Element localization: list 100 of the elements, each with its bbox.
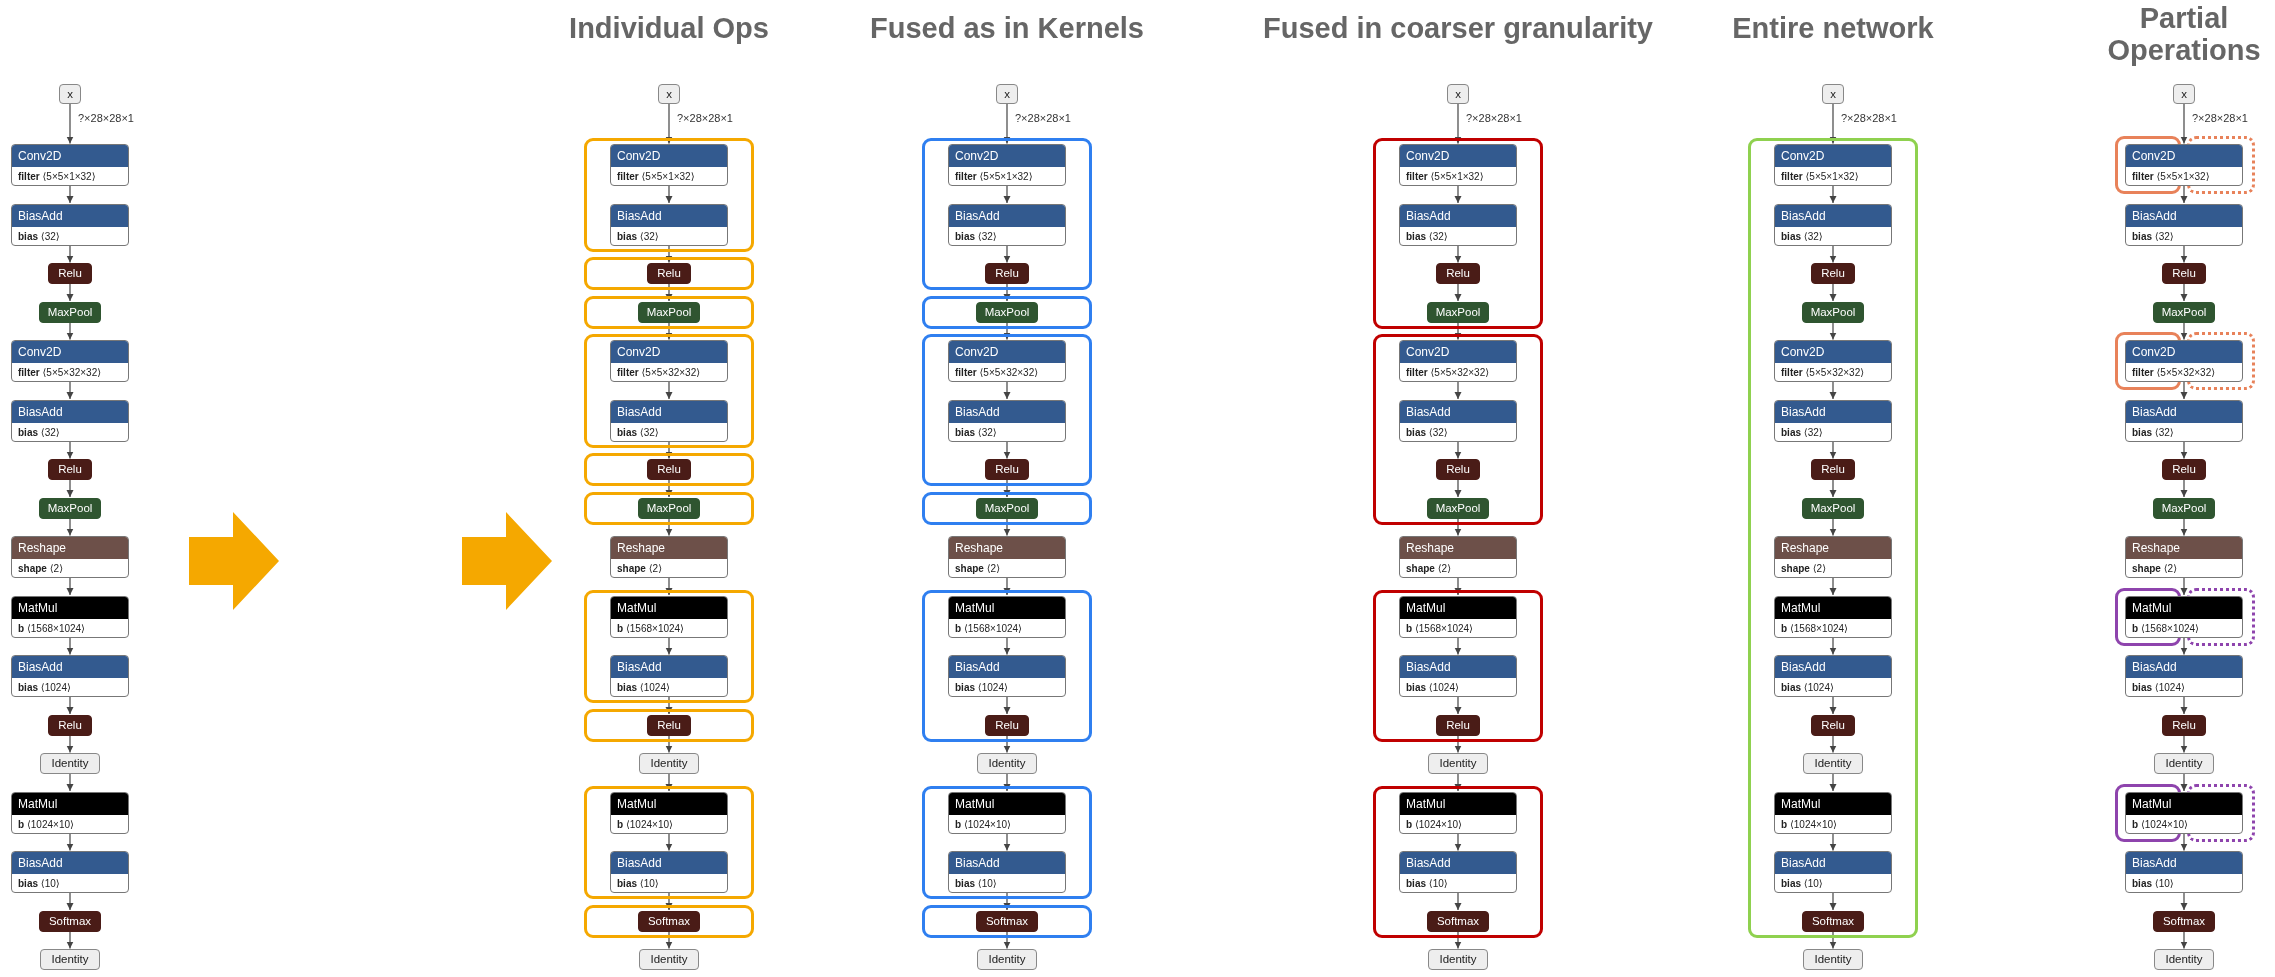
operation-name: MatMul <box>949 596 1065 619</box>
operation-name: MatMul <box>949 792 1065 815</box>
operation-name: Reshape <box>611 537 727 559</box>
arrow <box>665 103 673 145</box>
operation-attribute: bias ⟨10⟩ <box>954 877 998 891</box>
operation-node: Relu <box>1436 714 1480 736</box>
operation-name: BiasAdd <box>611 852 727 874</box>
arrow <box>1003 734 1011 754</box>
operation-name: MatMul <box>1775 792 1891 815</box>
operation-node <box>11 340 129 382</box>
operation-attribute: filter ⟨5×5×32×32⟩ <box>616 366 702 380</box>
operation-node <box>948 791 1066 834</box>
operation-node <box>1774 791 1892 834</box>
arrow <box>1454 321 1462 341</box>
operation-name: BiasAdd <box>1775 852 1891 874</box>
arrow <box>1454 930 1462 950</box>
operation-attribute: shape ⟨2⟩ <box>17 562 65 576</box>
operation-attribute: bias ⟨32⟩ <box>1405 229 1449 244</box>
arrow <box>1003 283 1011 302</box>
fusion-outline <box>584 589 754 703</box>
operation-node <box>11 595 129 638</box>
operation-node <box>948 203 1066 246</box>
operation-name: BiasAdd <box>1400 852 1516 874</box>
operation-node <box>948 595 1066 638</box>
edge-label: ?×28×28×1 <box>1840 112 1898 124</box>
operation-name: Conv2D <box>2126 145 2242 167</box>
operation-node <box>1399 399 1517 442</box>
operation-name: BiasAdd <box>2126 204 2242 227</box>
arrow <box>665 892 673 911</box>
operation-node: MaxPool <box>1427 497 1489 519</box>
operation-attribute: bias ⟨1024⟩ <box>1780 681 1835 695</box>
column-heading: Fused in coarser granularity <box>1262 12 1654 45</box>
arrow <box>1454 244 1462 264</box>
operation-node: MaxPool <box>39 301 101 323</box>
fusion-outline <box>922 295 1092 329</box>
operation-node <box>2125 399 2243 442</box>
operation-name: Reshape <box>2126 537 2242 559</box>
operation-attribute: bias ⟨10⟩ <box>1780 877 1824 891</box>
operation-name: BiasAdd <box>949 656 1065 678</box>
arrow <box>1454 517 1462 537</box>
operation-node <box>610 536 728 578</box>
operation-attribute: b ⟨1024×10⟩ <box>1780 817 1838 832</box>
operation-attribute: b ⟨1024×10⟩ <box>1405 817 1463 832</box>
operation-attribute: bias ⟨32⟩ <box>17 229 61 244</box>
arrow <box>1003 892 1011 911</box>
arrow <box>1003 930 1011 950</box>
arrow <box>1829 479 1837 498</box>
operation-node: MaxPool <box>2153 301 2215 323</box>
arrow <box>2180 892 2188 911</box>
arrow <box>1003 381 1011 400</box>
operation-attribute: filter ⟨5×5×1×32⟩ <box>954 170 1034 184</box>
arrow <box>66 440 74 460</box>
fusion-outline <box>584 295 754 329</box>
operation-node <box>948 655 1066 697</box>
operation-node: Relu <box>2162 459 2206 480</box>
operation-node <box>11 655 129 697</box>
operation-name: BiasAdd <box>949 204 1065 227</box>
operation-name: Conv2D <box>949 341 1065 363</box>
operation-node: Relu <box>2162 714 2206 736</box>
operation-node <box>610 595 728 638</box>
operation-attribute: bias ⟨32⟩ <box>2131 425 2175 440</box>
arrow <box>2180 479 2188 498</box>
operation-attribute: filter ⟨5×5×32×32⟩ <box>1780 366 1866 380</box>
operation-node <box>610 203 728 246</box>
arrow <box>2180 381 2188 400</box>
operation-node <box>2125 536 2243 578</box>
arrow <box>1829 636 1837 656</box>
operation-node: Relu <box>1811 714 1855 736</box>
operation-attribute: bias ⟨32⟩ <box>954 425 998 440</box>
operation-node <box>11 791 129 834</box>
arrow <box>1454 283 1462 302</box>
arrow <box>1454 103 1462 145</box>
operation-attribute: filter ⟨5×5×1×32⟩ <box>1405 170 1485 184</box>
operation-node <box>11 203 129 246</box>
column-heading: Entire network <box>1731 12 1935 45</box>
arrow <box>1829 321 1837 341</box>
operation-node: Softmax <box>976 910 1038 932</box>
edge-label: ?×28×28×1 <box>1465 112 1523 124</box>
arrow <box>1454 734 1462 754</box>
arrow <box>1003 577 1011 596</box>
tensor-node: x <box>996 84 1018 104</box>
operation-node: Relu <box>1811 263 1855 284</box>
operation-name: Conv2D <box>1400 341 1516 363</box>
arrow <box>665 381 673 400</box>
arrow <box>665 185 673 204</box>
arrow <box>665 930 673 950</box>
operation-name: Conv2D <box>611 341 727 363</box>
operation-attribute: b ⟨1568×1024⟩ <box>1780 621 1850 636</box>
operation-node <box>948 399 1066 442</box>
fusion-outline <box>1748 138 1918 938</box>
operation-node: MaxPool <box>2153 497 2215 519</box>
arrow <box>1454 696 1462 715</box>
fusion-outline <box>584 708 754 742</box>
arrow <box>1829 440 1837 460</box>
arrow <box>2180 103 2188 145</box>
operation-name: MatMul <box>12 792 128 815</box>
arrow <box>1829 832 1837 852</box>
operation-node: Relu <box>48 459 92 480</box>
operation-node: MaxPool <box>1802 301 1864 323</box>
arrow <box>1454 577 1462 596</box>
